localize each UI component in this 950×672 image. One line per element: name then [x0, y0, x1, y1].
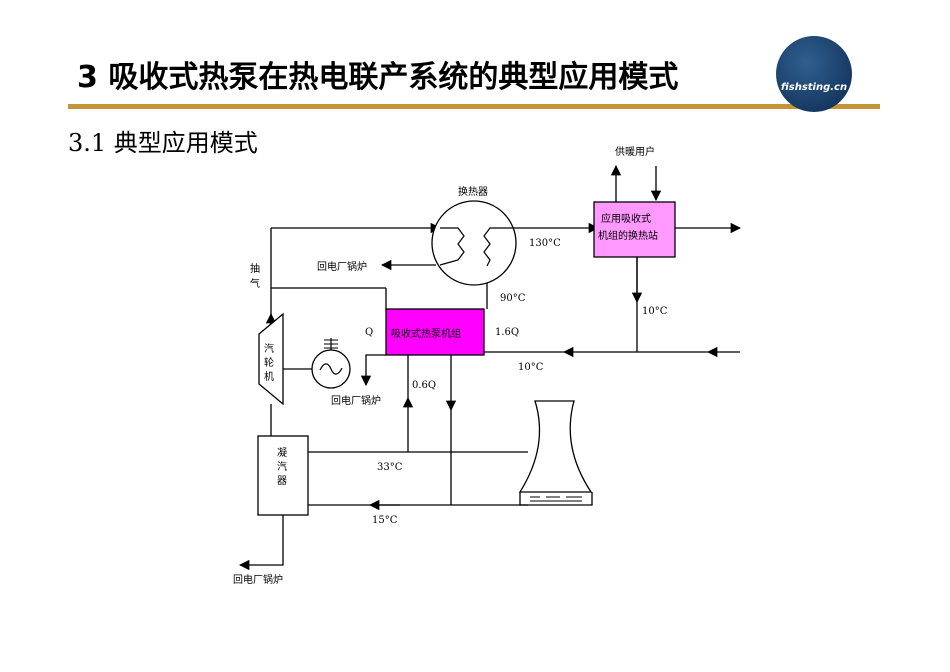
turbine-label-2: 轮: [264, 356, 274, 369]
temp-90-label: 90°C: [500, 293, 526, 304]
temp-130-label: 130°C: [529, 238, 561, 249]
heat-station-box: [593, 201, 676, 258]
condensate-return-pipe: [238, 515, 284, 571]
extraction-label-2: 气: [250, 277, 260, 290]
cooling-tower: [518, 400, 593, 506]
temp-33-label: 33°C: [377, 462, 403, 473]
condenser-label-1: 凝: [277, 447, 287, 459]
heat-06q-label: 0.6Q: [412, 380, 436, 391]
hp-return-boiler-pipe: [360, 354, 386, 387]
heat-16q-label: 1.6Q: [495, 327, 519, 338]
turbine: [258, 312, 284, 406]
station-label-line2: 机组的换热站: [598, 229, 658, 242]
heat-exchanger: [431, 200, 517, 286]
generator: [311, 338, 351, 389]
slide-title: 3 吸收式热泵在热电联产系统的典型应用模式: [77, 60, 679, 95]
turbine-label-3: 机: [264, 370, 274, 383]
title-rule: [68, 104, 880, 109]
heat-q-label: Q: [365, 327, 373, 338]
return-boiler-cond-label: 回电厂锅炉: [233, 573, 283, 586]
heat-exchanger-label: 换热器: [458, 185, 488, 198]
heat-pump-box: [385, 308, 485, 356]
logo: fishsting.cn: [776, 36, 852, 112]
heating-users-label: 供暖用户: [615, 145, 655, 158]
section-heading: 3.1 典型应用模式: [68, 129, 258, 157]
condenser-box: [257, 435, 309, 516]
heat-pump-label: 吸收式热泵机组: [391, 327, 461, 340]
temp-10-station-label: 10°C: [642, 306, 668, 317]
condenser-label-3: 器: [277, 475, 287, 487]
logo-text: fishsting.cn: [780, 82, 848, 93]
condenser-label-2: 汽: [277, 460, 287, 473]
extraction-label-1: 抽: [250, 262, 260, 275]
return-boiler-hp-label: 回电厂锅炉: [331, 394, 381, 407]
return-boiler-hx-label: 回电厂锅炉: [317, 260, 367, 273]
turbine-label-1: 汽: [264, 342, 274, 355]
temp-10-return-label: 10°C: [518, 362, 544, 373]
station-label-line1: 应用吸收式: [601, 212, 651, 225]
temp-15-label: 15°C: [372, 515, 398, 526]
